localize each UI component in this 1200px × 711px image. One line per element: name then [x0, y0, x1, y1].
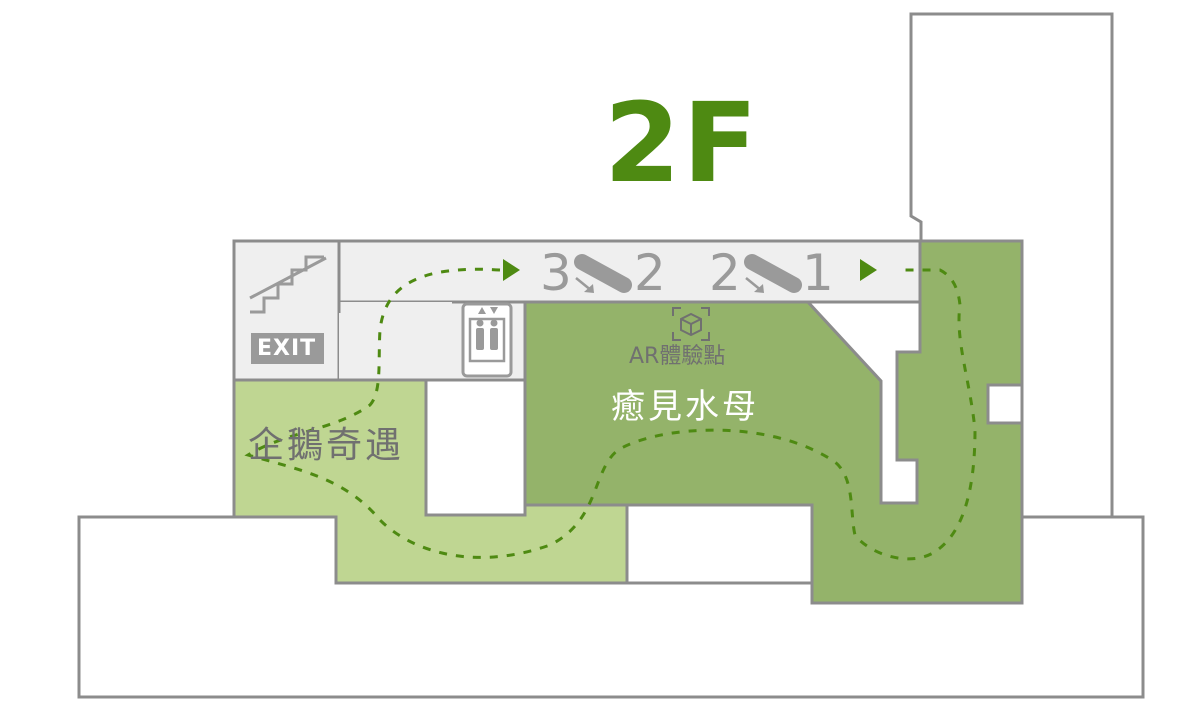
service-room [424, 378, 527, 517]
route-arrow-right-icon [503, 259, 520, 281]
route-arrow-right-icon [860, 259, 877, 281]
ar-point-label: AR體驗點 [629, 344, 726, 369]
visitor-route [244, 267, 977, 561]
elevator-icon [461, 302, 513, 378]
corridor [232, 239, 923, 304]
zone-jellyfish-label: 癒見水母 [611, 387, 759, 427]
service-alcove [804, 300, 922, 505]
stairs-icon [249, 255, 327, 314]
exit-sign-plate [251, 333, 324, 364]
escalator-to-floor: 1 [802, 244, 834, 302]
escalator-icon [574, 254, 632, 293]
ar-cube-icon [672, 307, 710, 341]
escalator-icon [744, 254, 802, 293]
escalator-from-floor: 3 [540, 244, 572, 302]
floor-title: 2F [604, 79, 760, 207]
zone-penguin-label: 企鵝奇遇 [248, 425, 405, 466]
escalator-from-floor: 2 [709, 244, 741, 302]
exit-label: EXIT [257, 336, 317, 361]
escalator-to-floor: 2 [634, 244, 666, 302]
